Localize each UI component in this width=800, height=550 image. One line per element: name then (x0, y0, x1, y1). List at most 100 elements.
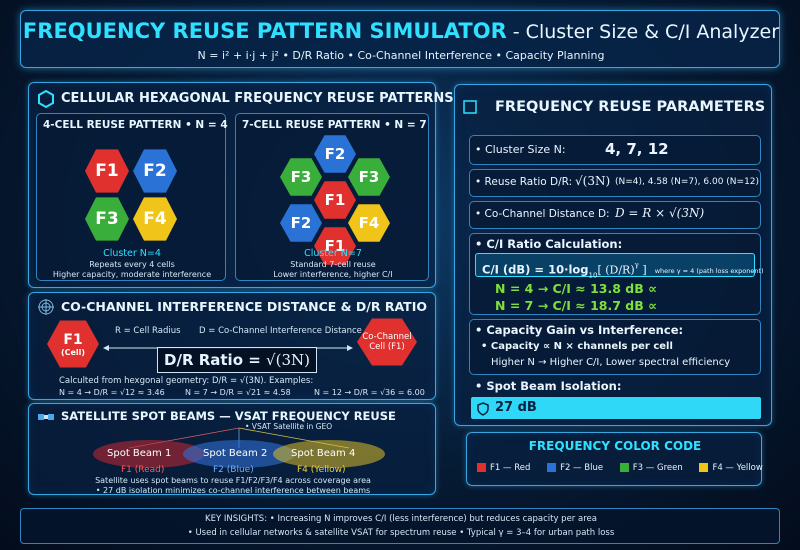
sat-line-2: • 27 dB isolation minimizes co-channel i… (95, 486, 371, 495)
dr-ratio-label: D/R Ratio = (164, 351, 267, 369)
spot-beam-label: • Spot Beam Isolation: (475, 379, 622, 393)
hex-panel-title: CELLULAR HEXAGONAL FREQUENCY REUSE PATTE… (61, 91, 454, 106)
ci-label: • C/I Ratio Calculation: (475, 237, 623, 251)
parameters-icon (463, 99, 477, 118)
ci-formula-note: where γ ≈ 4 (path loss exponent) (654, 267, 764, 276)
dr-ratio-box: D/R Ratio = √(3N) (157, 347, 317, 373)
ci-formula-dr: [ (D/R) (597, 263, 635, 277)
r-label: R = Cell Radius (115, 326, 181, 336)
ci-formula-gamma: γ (634, 261, 639, 269)
legend-item-f1: F1 — Red (477, 463, 530, 473)
reuse-ratio-label: • Reuse Ratio D/R: (475, 176, 573, 188)
legend-title: FREQUENCY COLOR CODE (528, 439, 702, 453)
dr-ratio-formula: √(3N) (266, 351, 310, 369)
legend-item-f4: F4 — Yellow (699, 463, 763, 473)
legend-items: F1 — Red F2 — Blue F3 — Green F4 — Yello… (477, 463, 767, 473)
serving-cell-hex: F1 (Cell) (47, 320, 99, 368)
four-caption-2: Higher capacity, moderate interference (52, 270, 212, 279)
footer-insights: KEY INSIGHTS: • Increasing N improves C/… (20, 508, 780, 544)
beam-1-label: Spot Beam 1 (107, 448, 172, 459)
hex-cell-f1-center: F1 (314, 181, 356, 219)
four-caption-head: Cluster N=4 (103, 248, 161, 259)
cochannel-row (469, 201, 761, 229)
four-caption-1: Repeats every 4 cells (89, 260, 175, 269)
seven-cell-title: 7-CELL REUSE PATTERN • N = 7 (242, 119, 427, 131)
cluster-size-values: 4, 7, 12 (605, 140, 669, 158)
legend-swatch-f1 (477, 463, 486, 472)
hex-cell-f2: F2 (133, 149, 177, 193)
d-label: D = Co-Channel Interference Distance (199, 326, 362, 336)
ci-formula-box: C/I (dB) = 10·log10[ (D/R)γ ] where γ ≈ … (475, 253, 764, 280)
title-sub: - Cluster Size & C/I Analyzer (506, 21, 780, 43)
serving-cell-label: F1 (63, 331, 83, 348)
capacity-section (469, 319, 761, 375)
hex-cell-f2-left: F2 (280, 204, 322, 242)
shield-icon (477, 401, 489, 420)
spot-beam-value-box: 27 dB (471, 397, 761, 419)
ci-result-n4: N = 4 → C/I ≈ 13.8 dB ∝ (495, 281, 657, 296)
beam-2-label: Spot Beam 2 (203, 448, 268, 459)
satellite-panel: SATELLITE SPOT BEAMS — VSAT FREQUENCY RE… (28, 403, 436, 495)
dr-ratio-panel: CO-CHANNEL INTERFERENCE DISTANCE & D/R R… (28, 292, 436, 400)
ci-formula-main: C/I (dB) = 10·log (482, 262, 589, 277)
f1-beam-freq: F1 (Read) (121, 465, 165, 475)
seven-cell-pattern: 7-CELL REUSE PATTERN • N = 7 F2 F3 F1 F3… (235, 113, 429, 281)
seven-caption-2: Lower interference, higher C/I (273, 270, 393, 279)
dr-panel-title: CO-CHANNEL INTERFERENCE DISTANCE & D/R R… (61, 299, 427, 314)
four-cell-pattern: 4-CELL REUSE PATTERN • N = 4 F1 F2 F3 F4… (36, 113, 228, 281)
hex-cell-f3: F3 (85, 197, 129, 241)
seven-caption-head: Cluster N=7 (304, 248, 362, 259)
four-cell-title: 4-CELL REUSE PATTERN • N = 4 (43, 119, 228, 131)
hex-cell-f4: F4 (133, 197, 177, 241)
hex-cell-f2-top: F2 (314, 135, 356, 173)
cluster-size-label: • Cluster Size N: (475, 143, 566, 156)
title-main: FREQUENCY REUSE PATTERN SIMULATOR (22, 19, 507, 43)
legend-swatch-f3 (619, 463, 629, 472)
f4-beam-freq: F4 (Yellow) (297, 465, 346, 475)
reuse-ratio-formula: √(3N) (575, 174, 611, 188)
hex-cell-f1: F1 (85, 149, 129, 193)
reuse-row (469, 169, 761, 197)
legend-item-f2: F2 — Blue (547, 463, 603, 473)
cluster-row (469, 135, 761, 165)
color-legend: FREQUENCY COLOR CODE F1 — Red F2 — Blue … (466, 432, 763, 486)
spot-beam-value: 27 dB (495, 400, 537, 415)
f2-beam-freq: F2 (Blue) (213, 465, 254, 475)
sat-panel-title: SATELLITE SPOT BEAMS — VSAT FREQUENCY RE… (61, 409, 396, 423)
reuse-ratio-values: (N=4), 4.58 (N=7), 6.00 (N=12) (615, 177, 760, 187)
footer-line-2: • Used in cellular networks & satellite … (187, 528, 615, 538)
header-banner: FREQUENCY REUSE PATTERN SIMULATOR - Clus… (20, 10, 780, 68)
dr-example-2: N = 7 → D/R = √21 ≈ 4.58 (185, 388, 291, 397)
legend-swatch-f4 (699, 463, 709, 472)
footer-line-1: KEY INSIGHTS: • Increasing N improves C/… (205, 514, 597, 524)
cochannel-cell-label: Co-Channel (362, 332, 412, 342)
dr-calc-line: Calculted from hexgonal geometry: D/R = … (59, 376, 314, 386)
cochannel-cell-sub: Cell (F1) (369, 342, 405, 352)
hex-cell-f3-right: F3 (348, 158, 390, 196)
dr-example-1: N = 4 → D/R = √12 ≈ 3.46 (59, 388, 165, 397)
hex-cell-f3-left: F3 (280, 158, 322, 196)
cochannel-cell-hex: Co-Channel Cell (F1) (357, 318, 417, 366)
hex-patterns-panel: CELLULAR HEXAGONAL FREQUENCY REUSE PATTE… (28, 82, 454, 288)
cochannel-distance-formula: D = R × √(3N) (615, 206, 705, 220)
sat-line-1: Satellite uses spot beams to reuse F1/F2… (95, 476, 371, 485)
legend-item-f3: F3 — Green (619, 463, 683, 473)
ci-result-n7: N = 7 → C/I ≈ 18.7 dB ∝ (495, 298, 657, 313)
page-subtitle: N = i² + i·j + j² • D/R Ratio • Co-Chann… (197, 49, 605, 62)
page-title: FREQUENCY REUSE PATTERN SIMULATOR - Clus… (21, 19, 781, 43)
hexagon-icon (37, 89, 55, 112)
serving-cell-sub: (Cell) (60, 347, 86, 357)
satellite-icon (37, 408, 55, 430)
ci-formula-close: ] (638, 263, 647, 277)
parameters-title: FREQUENCY REUSE PARAMETERS (495, 99, 766, 115)
sat-label: • VSAT Satellite in GEO (245, 422, 333, 431)
parameters-panel: FREQUENCY REUSE PARAMETERS • Cluster Siz… (454, 84, 772, 426)
capacity-line-1: • Capacity ∝ N × channels per cell (481, 341, 673, 352)
ci-formula-sub: 10 (588, 271, 598, 280)
capacity-label: • Capacity Gain vs Interference: (475, 323, 684, 337)
hex-cell-f4-right: F4 (348, 204, 390, 242)
dr-example-3: N = 12 → D/R = √36 = 6.00 (314, 388, 425, 397)
beam-4-label: Spot Beam 4 (291, 448, 356, 459)
cochannel-distance-label: • Co-Channel Distance D: (475, 208, 610, 220)
capacity-line-2: Higher N → Higher C/I, Lower spectral ef… (491, 357, 731, 368)
